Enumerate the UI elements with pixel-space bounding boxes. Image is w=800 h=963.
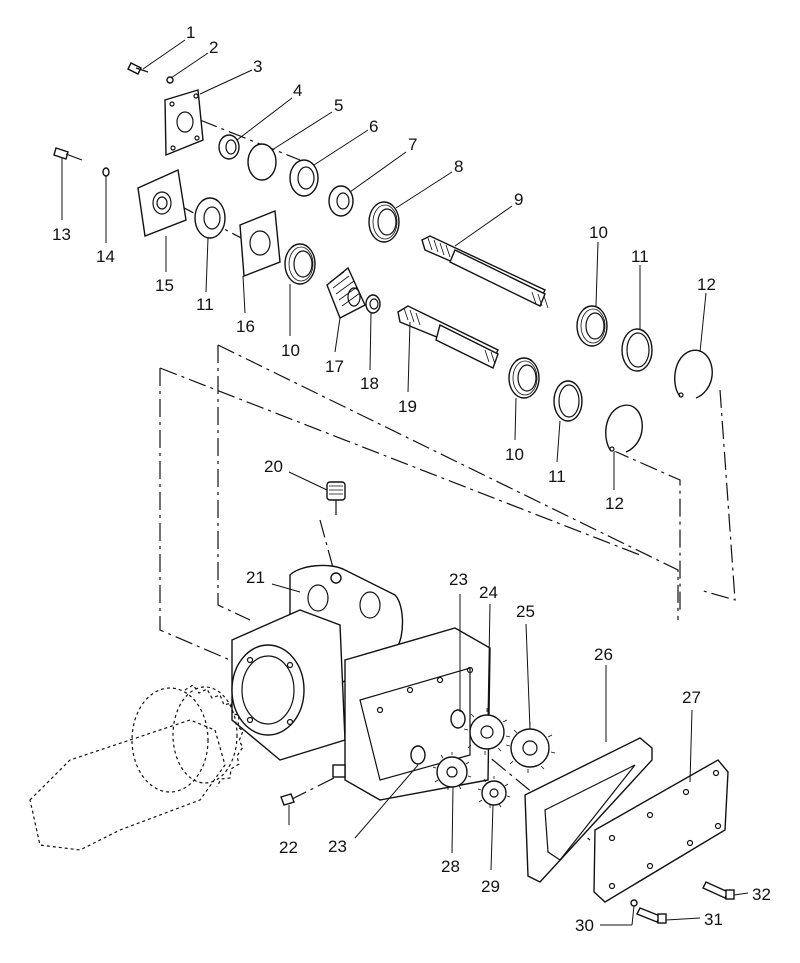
part-9-input-shaft — [421, 235, 549, 309]
part-11-ring-b — [194, 197, 226, 239]
callout-26: 26 — [594, 645, 613, 664]
part-10-bearing-b — [284, 243, 316, 285]
callout-3: 3 — [253, 57, 262, 76]
callout-16: 16 — [236, 317, 255, 336]
callout-12-top: 12 — [697, 275, 716, 294]
callout-18: 18 — [360, 374, 379, 393]
part-32-bolt — [702, 881, 735, 900]
callout-10-top: 10 — [589, 223, 608, 242]
drive-shaft-outline — [29, 684, 244, 851]
part-27-cover-plate — [593, 759, 729, 903]
callout-31: 31 — [704, 910, 723, 929]
part-12-snap-ring-b — [605, 404, 643, 453]
part-12-snap-ring-a — [674, 349, 713, 399]
callout-8: 8 — [454, 157, 463, 176]
callout-13: 13 — [52, 225, 71, 244]
part-31-bolt — [636, 907, 667, 924]
part-29-gear — [477, 776, 511, 808]
callout-22: 22 — [279, 838, 298, 857]
callout-4: 4 — [293, 81, 302, 100]
callout-12-low: 12 — [605, 494, 624, 513]
part-30-washer — [630, 899, 638, 907]
part-26-gasket — [524, 737, 653, 883]
part-11-ring-a — [621, 328, 653, 372]
callout-5: 5 — [334, 96, 343, 115]
callout-15: 15 — [155, 276, 174, 295]
part-13-bolt — [53, 147, 83, 161]
callout-7: 7 — [408, 135, 417, 154]
part-11-ring-c — [553, 380, 583, 422]
callout-21: 21 — [246, 568, 265, 587]
callout-29: 29 — [481, 877, 500, 896]
callout-6: 6 — [369, 117, 378, 136]
callout-2: 2 — [209, 38, 218, 57]
callout-1: 1 — [186, 23, 195, 42]
callout-10-low: 10 — [505, 445, 524, 464]
part-10-bearing-a — [576, 305, 608, 347]
callout-labels: 1 2 3 4 5 6 7 8 9 10 11 12 13 14 15 11 1… — [52, 23, 771, 935]
callout-25: 25 — [516, 602, 535, 621]
part-19-output-shaft — [397, 305, 499, 369]
part-22-plug — [280, 793, 295, 806]
part-10-bearing-c — [508, 357, 540, 399]
part-18-collar — [365, 294, 381, 314]
part-6-spacer — [289, 159, 319, 197]
part-23-ring-upper — [450, 709, 466, 729]
callout-17: 17 — [325, 357, 344, 376]
callout-27: 27 — [682, 688, 701, 707]
part-3-cover-plate — [164, 89, 204, 157]
callout-30: 30 — [575, 916, 594, 935]
callout-23-upper: 23 — [449, 570, 468, 589]
part-2-washer — [166, 76, 174, 84]
callout-23-lower: 23 — [328, 837, 347, 856]
part-20-breather-plug — [326, 481, 346, 515]
part-14-washer — [102, 167, 110, 177]
callout-28: 28 — [441, 857, 460, 876]
part-25-gear — [505, 722, 556, 773]
leader-lines — [61, 39, 749, 926]
part-7-washer — [328, 185, 354, 217]
part-5-o-ring — [247, 143, 277, 181]
part-16-gasket — [239, 210, 281, 277]
part-1-bolt — [127, 62, 149, 75]
callout-32: 32 — [752, 885, 771, 904]
part-8-bearing — [368, 201, 400, 243]
callout-10-mid: 10 — [281, 341, 300, 360]
part-23-ring-lower — [410, 745, 426, 765]
part-4-oil-seal — [218, 134, 240, 160]
callout-24: 24 — [479, 583, 498, 602]
part-24-gear — [463, 708, 511, 755]
callout-11-mid: 11 — [196, 295, 214, 314]
callout-11-low: 11 — [548, 467, 566, 486]
part-15-flange-plate — [137, 168, 187, 237]
callout-14: 14 — [96, 247, 115, 266]
callout-9: 9 — [514, 190, 523, 209]
callout-19: 19 — [398, 397, 417, 416]
part-28-gear — [432, 752, 472, 790]
part-17-bevel-gear — [326, 266, 366, 319]
callout-20: 20 — [264, 457, 283, 476]
callout-11-top: 11 — [631, 247, 649, 266]
